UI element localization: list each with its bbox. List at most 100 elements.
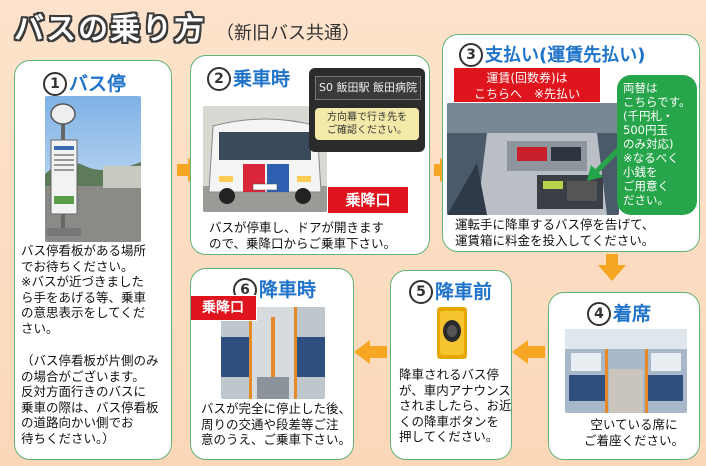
destination-note-line: ご確認ください。 xyxy=(327,125,407,136)
fare-note-line: こちらへ ※先払い xyxy=(473,87,581,101)
step-1-note-line: 乗車の際は、バス停看板 xyxy=(21,399,159,415)
step-4-text: 空いている席に ご着座ください。 xyxy=(569,417,699,448)
bus-front-illustration xyxy=(203,106,327,212)
destination-note-line: 方向幕で行き先を xyxy=(327,112,407,123)
arrow-step2-to-step3 xyxy=(434,164,442,176)
step-3-line: 運賃箱に料金を投入してください。 xyxy=(455,232,655,248)
bus-stop-photo xyxy=(45,96,141,242)
door-label-text: 乗降口 xyxy=(345,191,391,209)
change-note-line: 500円玉 xyxy=(623,123,668,137)
step-4-line: 空いている席に xyxy=(590,417,678,432)
arrow-step5-to-step6-head xyxy=(354,340,370,364)
fare-note-line: 運賃(回数券)は xyxy=(486,71,568,85)
step-2-text: バスが停車し、ドアが開きます ので、乗降口からご乗車下さい。 xyxy=(209,220,429,251)
stop-button-photo xyxy=(437,307,467,359)
door-label-exit: 乗降口 xyxy=(191,295,257,321)
bus-interior-illustration xyxy=(221,307,325,399)
step-3-label: 支払い(運賃先払い) xyxy=(485,45,646,66)
destination-note: 方向幕で行き先を ご確認ください。 xyxy=(315,108,419,140)
step-3-line: 運転手に降車するバス停を告げて、 xyxy=(455,217,655,232)
bus-interior-photo xyxy=(221,307,325,399)
step-1-line: さい。 xyxy=(21,320,59,336)
change-pointer-arrow xyxy=(587,147,621,181)
door-label-exit-text: 乗降口 xyxy=(202,300,244,316)
step-1-line: バス停看板がある場所 xyxy=(21,243,147,258)
step-1-note: （バス停看板が片側のみ の場合がございます。 反対方面行きのバスに 乗車の際は、… xyxy=(21,353,171,446)
stop-button-icon xyxy=(437,307,467,359)
bus-front-photo xyxy=(203,106,327,212)
step-5-text: 降車されるバス停 が、車内アナウンス されましたら、お近 くの降車ボタンを 押し… xyxy=(399,367,512,445)
step-3-text: 運転手に降車するバス停を告げて、 運賃箱に料金を投入してください。 xyxy=(455,217,699,248)
step-6-text: バスが完全に停止した後、 周りの交通や段差等ご注 意のうえ、ご乗車下さい。 xyxy=(201,401,353,448)
arrow-step5-to-step6 xyxy=(369,346,387,358)
change-note-line: ご用意く xyxy=(623,179,669,193)
bus-seats-illustration xyxy=(565,329,687,413)
destination-sign-text: S0 飯田駅 飯田病院 xyxy=(319,81,417,94)
step-1-text: バス停看板がある場所 でお待ちください。 ※バスが近づきました ら手をあげる等、… xyxy=(21,243,171,336)
destination-sign-callout: S0 飯田駅 飯田病院 方向幕で行き先を ご確認ください。 xyxy=(309,68,425,152)
arrow-step1-to-step2 xyxy=(177,164,189,176)
bus-stop-illustration xyxy=(45,96,141,242)
fare-box-illustration xyxy=(447,103,619,215)
step-1-line: でお待ちください。 xyxy=(21,258,134,274)
destination-sign: S0 飯田駅 飯田病院 xyxy=(315,76,421,100)
change-note-line: こちらです。 xyxy=(623,95,691,109)
step-2-number: 2 xyxy=(207,67,231,91)
door-label-boarding: 乗降口 xyxy=(327,186,409,214)
fare-note-box: 運賃(回数券)は こちらへ ※先払い xyxy=(453,67,601,103)
fare-box-photo xyxy=(447,103,619,215)
step-1-note-line: の道路向かい側でお xyxy=(21,415,134,430)
step-1-line: ※バスが近づきました xyxy=(21,274,144,289)
change-note-line: ※なるべく xyxy=(623,151,679,165)
step-5-line: 押してください。 xyxy=(399,429,499,444)
step-4-line: ご着座ください。 xyxy=(583,432,684,448)
step-2-label: 乗車時 xyxy=(233,68,291,90)
step-1-number: 1 xyxy=(43,72,67,96)
title-sub: （新旧バス共通） xyxy=(216,23,360,44)
step-5-line: が、車内アナウンス xyxy=(399,382,511,398)
step-1-note-line: の場合がございます。 xyxy=(21,368,145,384)
change-note-line: 両替は xyxy=(623,81,658,95)
step-6-line: 周りの交通や段差等ご注 xyxy=(201,416,339,432)
step-2-line: バスが停車し、ドアが開きます xyxy=(209,220,385,235)
step-6-label: 降車時 xyxy=(259,279,317,301)
step-6-line: 意のうえ、ご乗車下さい。 xyxy=(201,432,352,447)
arrow-step4-to-step5-head xyxy=(512,340,528,364)
step-1-note-line: 待ちください。） xyxy=(21,430,115,446)
change-note-line: (千円札・ xyxy=(623,109,674,123)
step-5-label: 降車前 xyxy=(435,281,493,303)
step-4-label: 着席 xyxy=(613,303,652,325)
arrow-step3-to-step4 xyxy=(606,254,618,266)
arrow-step3-to-step4-head xyxy=(598,265,626,281)
step-4-number: 4 xyxy=(587,302,611,326)
change-note-line: 小銭を xyxy=(623,165,658,179)
step-2-line: ので、乗降口からご乗車下さい。 xyxy=(209,235,397,251)
step-1-label: バス停 xyxy=(69,73,127,95)
step-5-line: 降車されるバス停 xyxy=(399,367,500,382)
step-3-number: 3 xyxy=(459,43,483,67)
step-1-line: の意思表示をしてくだ xyxy=(21,305,146,320)
step-5-line: くの降車ボタンを xyxy=(399,413,500,429)
step-5-line: されましたら、お近 xyxy=(399,398,512,413)
page-title: バスの乗り方 （新旧バス共通） xyxy=(14,4,360,47)
step-5-number: 5 xyxy=(409,280,433,304)
step-1-note-line: （バス停看板が片側のみ xyxy=(21,353,159,368)
step-6-line: バスが完全に停止した後、 xyxy=(201,401,352,416)
change-note-line: ださい。 xyxy=(623,193,669,207)
step-1-line: ら手をあげる等、乗車 xyxy=(21,289,147,305)
title-main: バスの乗り方 xyxy=(14,12,206,47)
arrow-step4-to-step5 xyxy=(527,346,545,358)
